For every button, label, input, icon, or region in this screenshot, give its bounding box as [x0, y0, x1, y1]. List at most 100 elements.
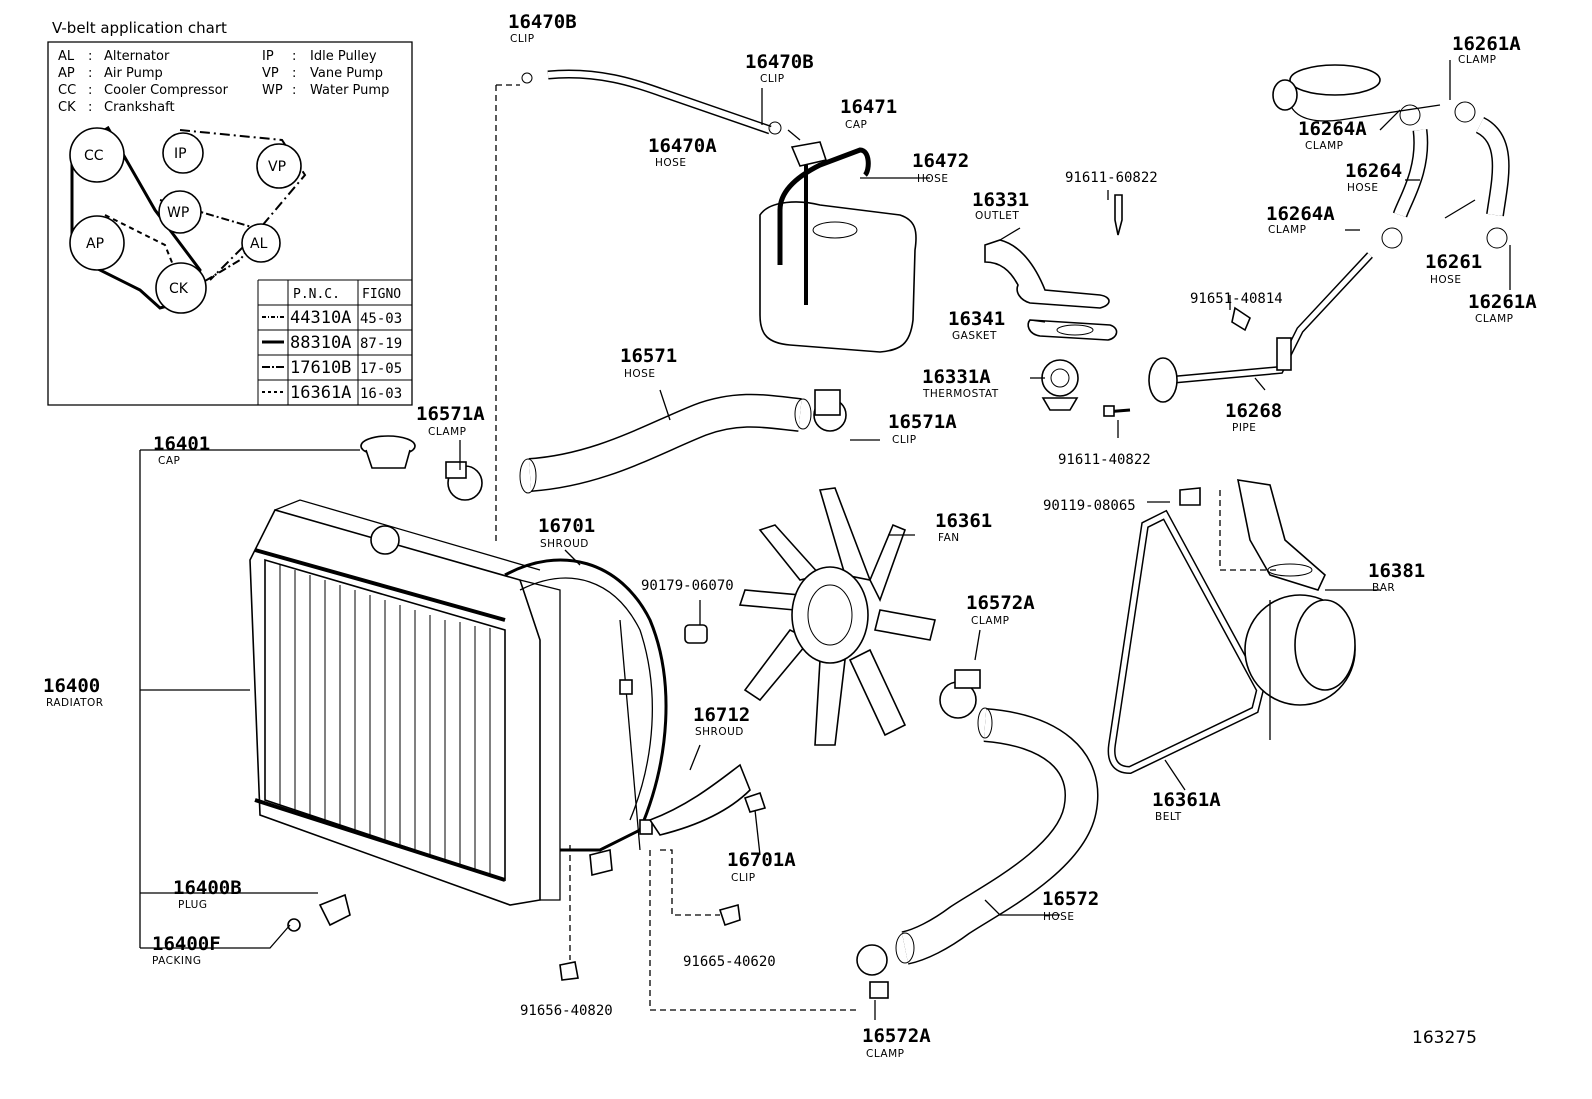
callout-16712: 16712 SHROUD [693, 704, 750, 738]
part-number: 91611-40822 [1058, 452, 1151, 468]
part-label: CLIP [892, 434, 917, 446]
legend-code: IP [262, 49, 274, 64]
part-number: 16361A [1152, 789, 1221, 811]
part-number: 16572 [1042, 888, 1099, 910]
belt-and-alternator-drawing [1107, 479, 1356, 775]
part-label: BELT [1155, 811, 1182, 823]
pulley-al [241, 223, 281, 263]
part-label: HOSE [1430, 274, 1461, 286]
table-fig: 17-05 [360, 361, 402, 377]
table-fig: 16-03 [360, 386, 402, 402]
callout-16331: 16331 OUTLET [972, 189, 1029, 222]
callout-91665-40620: 91665-40620 [683, 954, 776, 970]
belt-dash-dot [179, 129, 307, 281]
part-number: 16470B [745, 51, 814, 73]
node-label: CC [84, 148, 104, 164]
part-number: 16471 [840, 96, 897, 118]
fan-shroud-drawing [504, 558, 668, 852]
lower-shroud-drawing [648, 763, 767, 836]
callout-16471: 16471 CAP [840, 96, 897, 131]
callout-16470B-a: 16470B CLIP [508, 11, 577, 45]
water-pipe-drawing [1148, 64, 1510, 403]
legend-code: CK [58, 100, 76, 115]
legend-name: Cooler Compressor [104, 83, 229, 98]
callout-16381: 16381 BAR [1368, 560, 1425, 594]
radiator-drawing [249, 499, 561, 906]
callout-16400B: 16400B PLUG [173, 877, 242, 911]
part-number: 16470A [648, 135, 717, 157]
part-label: CLIP [731, 872, 756, 884]
part-number: 16470B [508, 11, 577, 33]
part-label: CLAMP [1268, 224, 1307, 236]
part-label: HOSE [624, 368, 655, 380]
part-label: THERMOSTAT [922, 388, 999, 400]
callout-16572A-b: 16572A CLAMP [862, 1025, 931, 1060]
legend-code: WP [262, 83, 283, 98]
callout-16571A-clip: 16571A CLIP [888, 411, 957, 446]
table-fig: 87-19 [360, 336, 402, 352]
part-label: HOSE [1043, 911, 1074, 923]
pulley-vp [256, 143, 302, 189]
part-number: 16261A [1452, 33, 1521, 55]
part-label: PIPE [1232, 422, 1256, 434]
part-number: 16400F [152, 933, 221, 955]
legend-code: AP [58, 66, 75, 81]
reservoir-tank-drawing [759, 141, 917, 353]
pulley-ck [155, 262, 207, 314]
part-number: 16571A [888, 411, 957, 433]
part-label: SHROUD [695, 726, 744, 738]
part-label: CLIP [760, 73, 785, 85]
callout-91611-60822: 91611-60822 [1065, 170, 1158, 186]
callout-16261A-b: 16261A CLAMP [1468, 291, 1537, 325]
part-label: HOSE [655, 157, 686, 169]
callout-16400F: 16400F PACKING [152, 933, 221, 967]
part-label: HOSE [917, 173, 948, 185]
part-label: GASKET [952, 330, 997, 342]
node-label: IP [174, 146, 187, 162]
part-label: CLAMP [1475, 313, 1514, 325]
callout-16264A-a: 16264A CLAMP [1298, 118, 1367, 152]
part-number: 16701 [538, 515, 595, 537]
table-pnc: 16361A [290, 383, 351, 403]
table-pnc: 88310A [290, 333, 351, 353]
callout-16572A-a: 16572A CLAMP [966, 592, 1035, 627]
part-label: CLAMP [866, 1048, 905, 1060]
pulley-wp [158, 190, 202, 234]
cushion-drawing [684, 624, 708, 644]
part-number: 16264 [1345, 160, 1402, 182]
callout-16470A: 16470A HOSE [648, 135, 717, 169]
part-number: 91611-60822 [1065, 170, 1158, 186]
part-label: CLAMP [1305, 140, 1344, 152]
part-label: CLAMP [428, 426, 467, 438]
part-number: 16701A [727, 849, 796, 871]
part-label: FAN [938, 532, 960, 544]
node-label: CK [169, 281, 189, 297]
legend-sep: : [292, 66, 296, 81]
part-label: HOSE [1347, 182, 1378, 194]
legend-name: Vane Pump [310, 66, 383, 81]
callout-16701A: 16701A CLIP [727, 849, 796, 884]
callout-90179-06070: 90179-06070 [641, 578, 734, 594]
chart-legend: AL : Alternator AP : Air Pump CC : Coole… [58, 49, 389, 115]
leader-lines [139, 60, 1511, 1020]
callout-16400: 16400 RADIATOR [43, 675, 103, 709]
callout-90119-08065: 90119-08065 [1043, 498, 1136, 514]
v-belt-application-chart: V-belt application chart AL : Alternator… [47, 19, 413, 406]
lower-hose-drawing [856, 669, 1099, 999]
callout-16261: 16261 HOSE [1425, 251, 1482, 286]
legend-name: Idle Pulley [310, 49, 377, 64]
part-number: 16261 [1425, 251, 1482, 273]
legend-code: CC [58, 83, 76, 98]
callout-16572: 16572 HOSE [1042, 888, 1099, 923]
part-number: 16331A [922, 366, 991, 388]
part-number: 16331 [972, 189, 1029, 211]
callout-16472: 16472 HOSE [912, 150, 969, 185]
node-label: WP [167, 205, 189, 221]
pulley-ap [69, 215, 125, 271]
table-fig: 45-03 [360, 311, 402, 327]
part-number: 16381 [1368, 560, 1425, 582]
thermostat-drawing [1041, 359, 1131, 417]
table-pnc: 44310A [290, 308, 351, 328]
legend-name: Crankshaft [104, 100, 175, 115]
